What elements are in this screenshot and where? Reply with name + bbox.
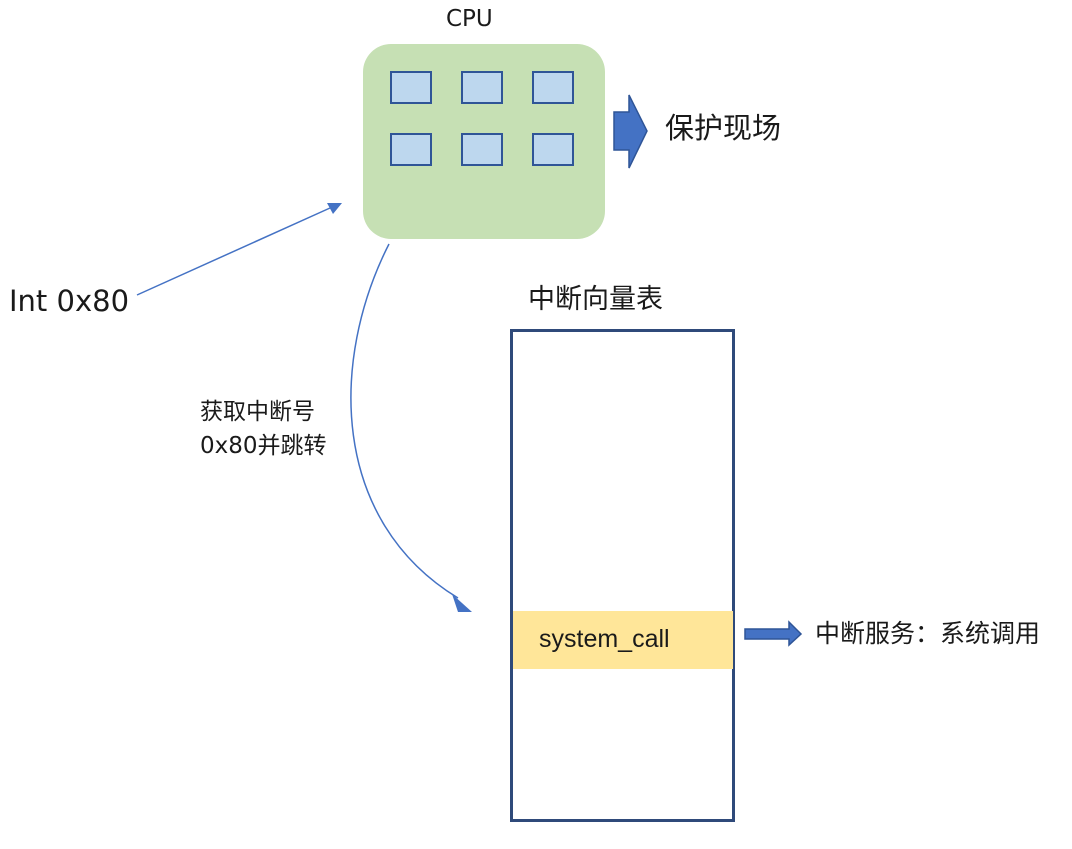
protect-context-label: 保护现场 <box>665 111 782 145</box>
interrupt-service-label: 中断服务：系统调用 <box>815 619 1041 648</box>
cpu-register <box>390 133 432 166</box>
cpu-title: CPU <box>446 6 493 32</box>
vector-table <box>510 329 735 822</box>
interrupt-instruction-label: Int 0x80 <box>9 284 130 318</box>
cpu-register <box>461 71 503 104</box>
jump-label-line-1: 获取中断号 <box>200 399 315 425</box>
cpu-register <box>532 133 574 166</box>
system-call-entry <box>513 611 733 669</box>
cpu-register <box>532 71 574 104</box>
cpu-block <box>363 44 605 239</box>
jump-arrow <box>350 243 472 612</box>
system-call-entry-label: system_call <box>539 625 670 653</box>
jump-label-line-2: 0x80并跳转 <box>200 433 327 459</box>
service-arrow <box>744 620 803 647</box>
cpu-register <box>390 71 432 104</box>
vector-table-title: 中断向量表 <box>528 284 663 315</box>
cpu-register <box>461 133 503 166</box>
protect-context-arrow <box>613 94 648 169</box>
interrupt-arrow <box>136 203 342 296</box>
